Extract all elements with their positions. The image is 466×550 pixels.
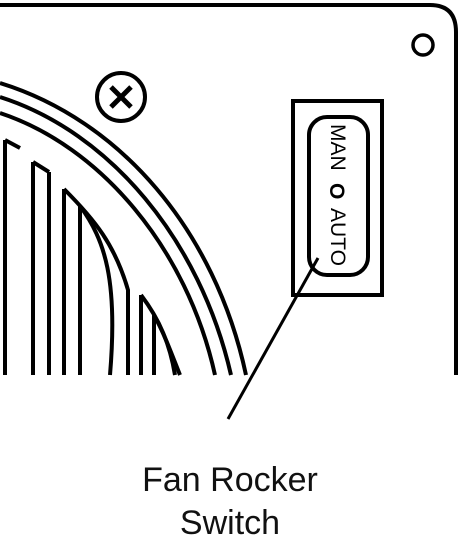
fan-grille-bar: [78, 204, 115, 376]
switch-label-off: O: [325, 183, 348, 199]
callout-leader-line: [226, 257, 320, 420]
fan-rocker-switch[interactable]: MAN O AUTO: [307, 115, 370, 277]
fan-grille-bar: [31, 160, 51, 174]
fan-grille-bars: [3, 138, 182, 376]
switch-label-manual: MAN: [326, 124, 349, 171]
panel-outline: [0, 3, 458, 375]
fan-grille-bar: [152, 314, 182, 376]
mounting-hole-icon: [411, 33, 435, 57]
fan-grille-arc: [0, 95, 233, 376]
fan-grille-arc: [0, 81, 248, 376]
switch-bezel: [291, 99, 384, 297]
fan-grille-arc: [0, 111, 217, 376]
switch-label-auto: AUTO: [326, 208, 349, 266]
callout-label-line2: Switch: [180, 504, 280, 542]
screw-head-icon: [95, 71, 147, 123]
fan-grille-bar: [139, 293, 177, 376]
fan-grille-bar: [4, 138, 21, 150]
fan-grille: [0, 81, 248, 376]
rocker-switch-body[interactable]: [307, 115, 370, 277]
callout-label-line1: Fan Rocker: [142, 461, 318, 499]
fan-grille-bar: [62, 187, 130, 375]
